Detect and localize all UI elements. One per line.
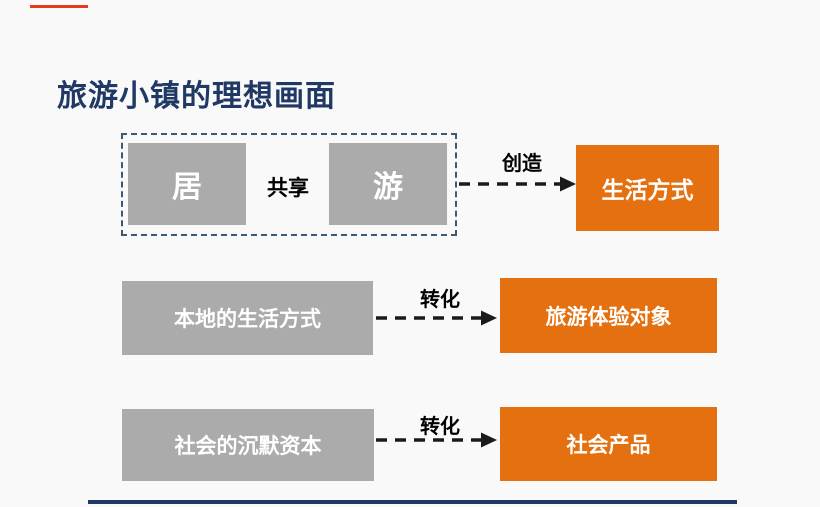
box-lifestyle: 生活方式 — [576, 145, 719, 231]
box-lifestyle-label: 生活方式 — [601, 177, 694, 203]
top-left-accent-line — [30, 5, 88, 8]
box-tourism-experience: 旅游体验对象 — [500, 278, 717, 353]
box-tourism-experience-label: 旅游体验对象 — [545, 305, 672, 329]
box-local-lifestyle: 本地的生活方式 — [122, 281, 373, 355]
arrow-create-icon — [459, 176, 576, 192]
box-travel-label: 游 — [373, 171, 403, 204]
residents-tourists-group: 居 共享 游 — [121, 133, 457, 236]
arrow-label-create: 创造 — [502, 153, 542, 175]
box-social-product: 社会产品 — [500, 407, 717, 481]
box-social-product-label: 社会产品 — [566, 434, 651, 457]
share-label: 共享 — [267, 177, 309, 200]
box-silent-capital: 社会的沉默资本 — [122, 409, 374, 481]
box-live: 居 — [128, 143, 246, 225]
page-title: 旅游小镇的理想画面 — [57, 80, 336, 114]
bottom-navy-line — [88, 500, 737, 504]
box-travel: 游 — [329, 143, 447, 225]
box-local-lifestyle-label: 本地的生活方式 — [174, 308, 321, 331]
box-silent-capital-label: 社会的沉默资本 — [174, 435, 322, 458]
arrow-label-transform-2: 转化 — [420, 289, 460, 311]
box-live-label: 居 — [172, 171, 202, 204]
arrow-transform-2-icon — [376, 310, 497, 326]
arrow-label-transform-3: 转化 — [420, 416, 460, 438]
